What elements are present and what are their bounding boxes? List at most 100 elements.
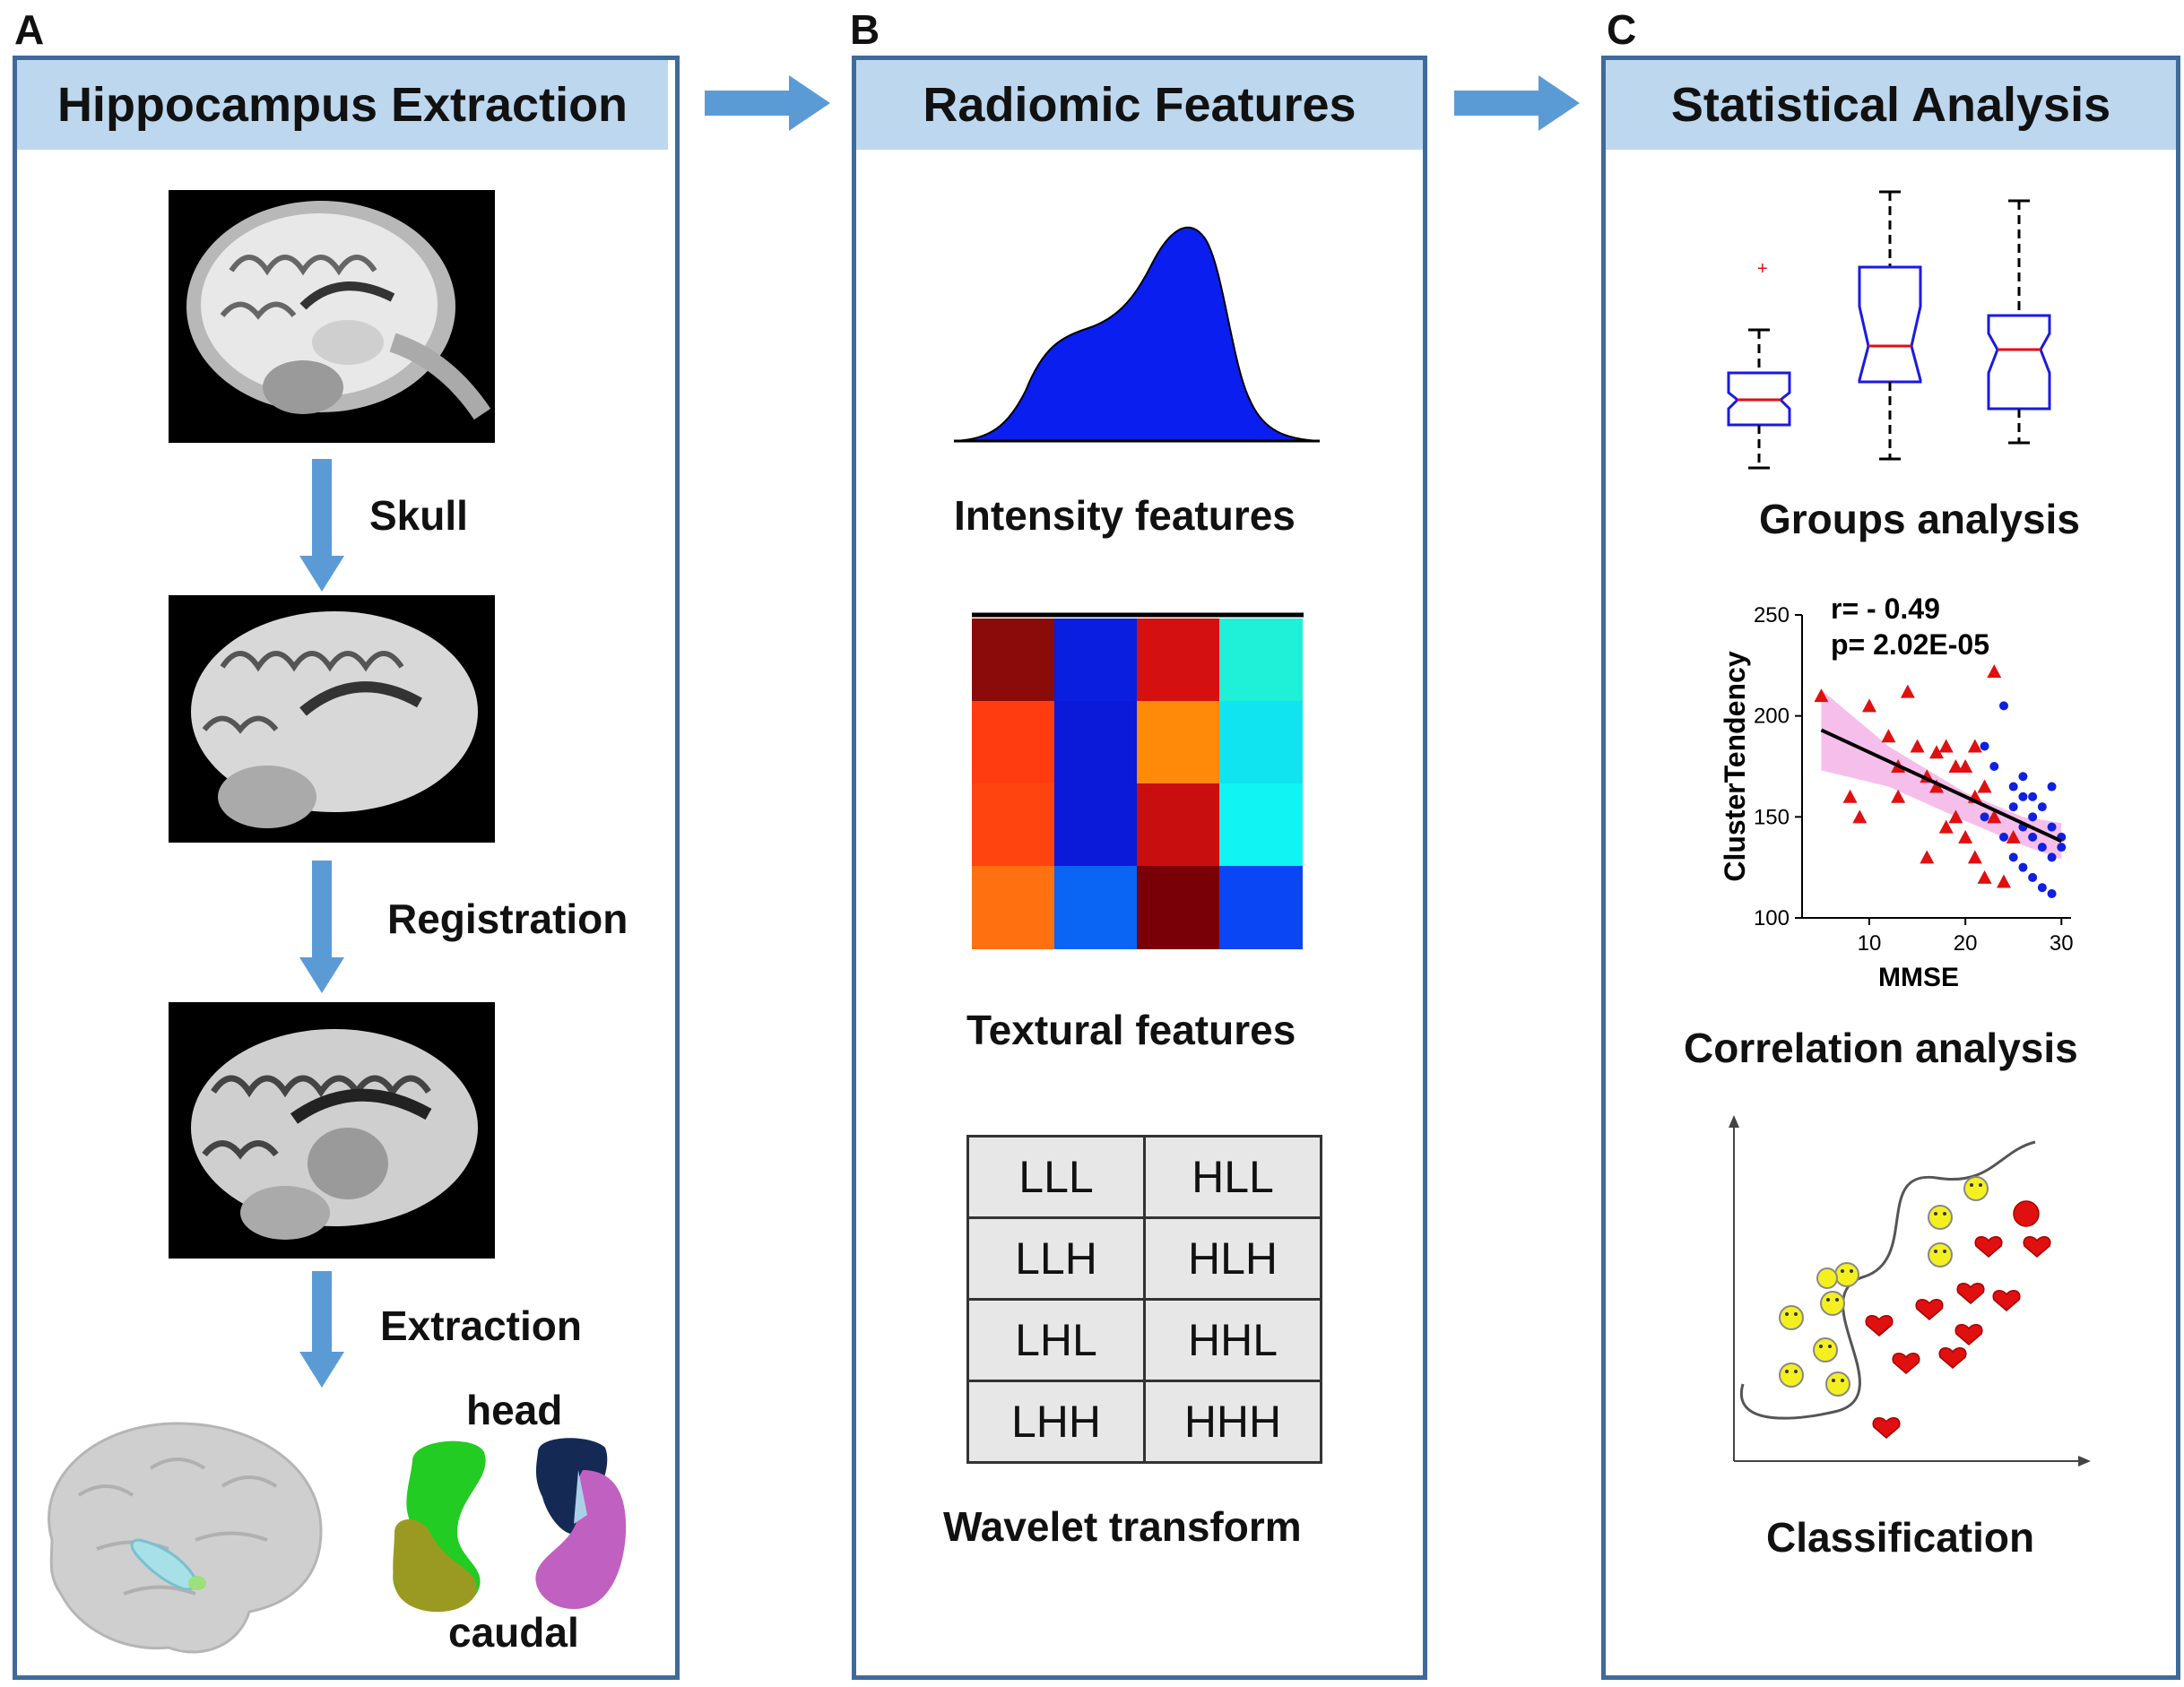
scatter-point-triangle: [1891, 789, 1906, 803]
step-skull-label: Skull: [369, 492, 468, 539]
scatter-point-circle: [1999, 832, 2008, 842]
textural-features-label: Textural features: [966, 1007, 1296, 1053]
heatmap-cell: [1137, 783, 1220, 867]
scatter-point-circle: [2018, 772, 2028, 782]
heatmap-cell: [972, 619, 1055, 702]
wavelet-cell: LHH: [966, 1380, 1146, 1464]
panel-letter-a: A: [14, 6, 45, 53]
heatmap-cell: [1137, 701, 1220, 784]
scatter-point-triangle: [1967, 850, 1982, 864]
scatter-point-circle: [2028, 832, 2038, 842]
arrow-right-2-icon: [1454, 75, 1580, 131]
scatter-point-circle: [2057, 843, 2067, 852]
arrow-down-2-icon: [299, 861, 344, 993]
wavelet-transform-label: Wavelet transform: [943, 1503, 1302, 1550]
wavelet-cell: LLH: [966, 1216, 1146, 1301]
heatmap-cell: [1219, 619, 1303, 702]
correlation-analysis-label: Correlation analysis: [1684, 1025, 2078, 1071]
scatter-point-triangle: [1938, 819, 1954, 834]
step-extraction-label: Extraction: [380, 1302, 582, 1349]
heatmap-cell: [1219, 866, 1303, 949]
scatter-point-circle: [2037, 883, 2047, 893]
groups-analysis-label: Groups analysis: [1759, 496, 2080, 542]
scatter-point-circle: [2037, 843, 2047, 852]
heatmap-cell: [972, 783, 1055, 867]
confidence-band: [1821, 689, 2062, 860]
brain-render-image: [48, 1422, 323, 1654]
scatter-point-triangle: [1900, 684, 1915, 698]
scatter-point-circle: [2018, 792, 2028, 801]
scatter-point-circle: [2008, 802, 2018, 812]
scatter-point-triangle: [1997, 874, 2011, 888]
arrow-down-1-icon: [299, 459, 344, 592]
scatter-point-circle: [2047, 852, 2057, 862]
scatter-point-triangle: [1967, 739, 1982, 753]
y-tick-label: 200: [1754, 705, 1790, 729]
neutral-face-icons: [1779, 1176, 1989, 1397]
scatter-point-triangle: [2006, 829, 2021, 844]
arrow-right-1-icon: [705, 75, 830, 131]
scatter-point-circle: [2028, 872, 2038, 882]
scatter-point-triangle: [1948, 759, 1963, 773]
scatter-point-circle: [2047, 822, 2057, 832]
arrow-down-3-icon: [299, 1271, 344, 1388]
scatter-point-triangle: [1852, 809, 1868, 824]
panel-statistical-analysis: Statistical Analysis: [1601, 56, 2180, 1680]
x-tick-label: 30: [2050, 931, 2074, 956]
heatmap-cell: [972, 866, 1055, 949]
heatmap-cell: [1137, 866, 1220, 949]
panel-title: Radiomic Features: [856, 60, 1423, 150]
scatter-point-circle: [1999, 701, 2008, 711]
scatter-point-triangle: [1977, 869, 1992, 884]
classification-illustration: [1729, 1115, 2091, 1466]
panel-letter-b: B: [850, 6, 880, 53]
scatter-point-circle: [2047, 782, 2057, 792]
scatter-point-circle: [2028, 812, 2038, 822]
scatter-point-circle: [2037, 802, 2047, 812]
y-tick-label: 250: [1754, 603, 1790, 627]
wavelet-cell: HLL: [1143, 1135, 1322, 1219]
wavelet-cell: LLL: [966, 1135, 1146, 1219]
scatter-point-triangle: [1929, 745, 1944, 759]
heart-icons: [1865, 1200, 2051, 1439]
scatter-point-triangle: [1842, 789, 1858, 803]
scatter-point-triangle: [1862, 698, 1876, 713]
heatmap-cell: [1054, 701, 1138, 784]
p-value-annotation: p= 2.02E-05: [1831, 628, 1989, 661]
wavelet-cell: LHL: [966, 1298, 1146, 1382]
x-tick-label: 20: [1954, 931, 1978, 956]
scatter-point-triangle: [1814, 688, 1829, 703]
scatter-point-triangle: [1948, 809, 1963, 824]
x-tick-label: 10: [1858, 931, 1882, 956]
wavelet-cell: HLH: [1143, 1216, 1322, 1301]
scatter-point-circle: [2008, 852, 2018, 862]
scatter-point-triangle: [1987, 809, 2002, 824]
panel-title: Hippocampus Extraction: [17, 60, 668, 150]
texture-heatmap: [972, 612, 1304, 949]
y-tick-label: 100: [1754, 906, 1790, 930]
scatter-point-circle: [1980, 741, 1989, 751]
y-tick-label: 150: [1754, 805, 1790, 829]
intensity-features-label: Intensity features: [954, 492, 1296, 539]
intensity-histogram-image: [954, 226, 1320, 443]
heatmap-cell: [1219, 783, 1303, 867]
mri-registered-image: [169, 1002, 495, 1259]
scatter-point-triangle: [1958, 829, 1973, 844]
step-registration-label: Registration: [387, 895, 628, 942]
r-value-annotation: r= - 0.49: [1831, 593, 1940, 625]
scatter-point-triangle: [1958, 759, 1973, 773]
svg-text:+: +: [1757, 259, 1768, 279]
scatter-point-triangle: [1881, 729, 1896, 743]
scatter-point-circle: [2008, 782, 2018, 792]
mri-raw-image: [169, 190, 495, 443]
hippocampus-subfields-image: [393, 1438, 627, 1613]
heatmap-cell: [972, 701, 1055, 784]
head-label: head: [466, 1387, 563, 1433]
scatter-point-triangle: [1910, 739, 1925, 753]
scatter-point-triangle: [1929, 779, 1944, 793]
heatmap-cell: [1137, 619, 1220, 702]
wavelet-cell: HHL: [1143, 1298, 1322, 1382]
